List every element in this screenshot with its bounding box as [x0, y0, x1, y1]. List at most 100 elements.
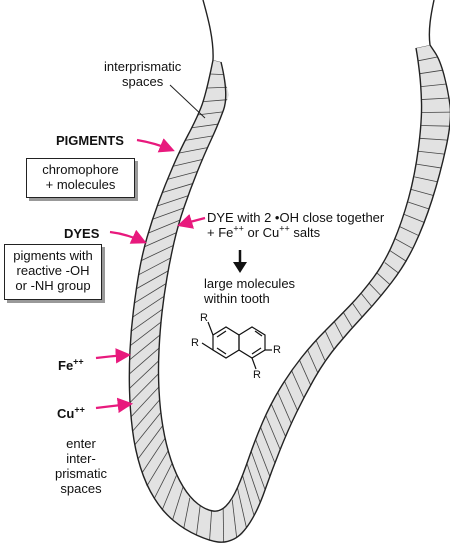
- fe-label: Fe++: [58, 356, 84, 373]
- enamel-prism-line: [157, 195, 189, 207]
- cu-label: Cu++: [57, 404, 85, 421]
- dye-reaction-label: DYE with 2 •OH close together + Fe++ or …: [207, 210, 384, 240]
- dyes-box: pigments with reactive -OH or -NH group: [4, 244, 102, 300]
- dye-reaction-line-1: DYE with 2 •OH close together: [207, 210, 385, 225]
- enamel-prism-line: [207, 86, 228, 89]
- enamel-prism-line: [148, 219, 180, 234]
- enter-label: enter inter- prismatic spaces: [50, 436, 112, 496]
- enamel-prism-line: [419, 69, 443, 75]
- enamel-prism-line: [403, 214, 425, 224]
- pigments-arrow-icon: [136, 138, 175, 153]
- enter-line-1: enter: [66, 436, 96, 451]
- enamel-prism-line: [197, 111, 223, 116]
- dye-reaction-pre: + Fe: [207, 225, 234, 240]
- interprismatic-label: interprismatic spaces: [104, 59, 181, 89]
- enamel-prism-line: [394, 238, 413, 249]
- enter-line-4: spaces: [60, 481, 102, 496]
- tooth-inner-outline: [157, 47, 423, 512]
- enamel-prism-line: [361, 293, 373, 307]
- enamel-prism-line: [315, 339, 326, 361]
- enamel-prism-line: [210, 73, 225, 76]
- enamel-prism-line: [137, 425, 164, 460]
- fe-charge: ++: [233, 223, 244, 234]
- pigments-label: PIGMENTS: [56, 133, 124, 148]
- enamel-prism-line: [417, 150, 445, 155]
- enamel-prism-line: [203, 99, 228, 103]
- enamel-prism-line: [421, 97, 450, 100]
- molecule-r-bottom: R: [253, 369, 261, 381]
- chromophore-box: chromophore + molecules: [26, 158, 135, 198]
- enamel-prism-lines: [129, 45, 450, 543]
- molecule-r-left: R: [191, 337, 199, 349]
- enamel-prism-line: [250, 451, 266, 490]
- enamel-prism-line: [389, 250, 407, 262]
- enamel-prism-line: [376, 272, 391, 285]
- large-molecules-line-1: large molecules: [204, 276, 296, 291]
- enamel-prism-line: [307, 349, 319, 373]
- enamel-prism-line: [324, 330, 335, 350]
- enamel-prism-line: [178, 147, 208, 154]
- interprismatic-line-2: spaces: [122, 74, 164, 89]
- enamel-prism-line: [260, 426, 276, 464]
- interprismatic-leader: [169, 84, 206, 119]
- enamel-prism-line: [191, 123, 219, 129]
- enamel-prism-line: [183, 497, 191, 529]
- fe-arrow-icon: [95, 348, 132, 364]
- enamel-prism-line: [132, 296, 165, 318]
- enamel-prism-line: [416, 163, 442, 169]
- enamel-prism-line: [161, 475, 177, 511]
- enamel-prism-line: [134, 412, 161, 446]
- enamel-prism-line: [134, 283, 167, 304]
- enamel-prism-line: [399, 226, 420, 237]
- dyes-arrow-icon: [109, 229, 147, 244]
- enamel-prism-line: [352, 302, 363, 318]
- enamel-prism-line: [407, 201, 430, 210]
- enamel-prism-line: [421, 125, 450, 127]
- dyes-label: DYES: [64, 226, 100, 241]
- enamel-prism-line: [246, 463, 261, 504]
- interprismatic-line-1: interprismatic: [104, 59, 182, 74]
- dyes-box-line-2: reactive -OH: [16, 263, 90, 278]
- enamel-prism-line: [154, 463, 173, 499]
- molecule-r-top-left: R: [200, 312, 208, 324]
- enamel-prism-line: [384, 262, 399, 274]
- fe-sup: ++: [73, 356, 84, 367]
- enamel-prism-line: [129, 347, 160, 375]
- enamel-prism-line: [172, 159, 203, 167]
- chromophore-line-1: chromophore: [42, 162, 119, 177]
- dyes-box-line-1: pigments with: [13, 248, 93, 263]
- enamel-prism-line: [129, 360, 159, 389]
- dye-reaction-line-2: + Fe++ or Cu++ salts: [207, 223, 384, 240]
- enamel-prism-line: [132, 399, 160, 432]
- enamel-prism-line: [410, 189, 434, 196]
- reaction-arrow-icon: [177, 214, 206, 229]
- enamel-prism-line: [152, 207, 184, 220]
- enamel-prism-line: [418, 56, 439, 62]
- enamel-prism-line: [129, 321, 162, 346]
- enamel-prism-line: [196, 505, 201, 536]
- enamel-prism-line: [270, 403, 286, 437]
- molecule-r-right: R: [273, 344, 281, 356]
- cu-sup: ++: [74, 404, 85, 415]
- enamel-band: [129, 45, 450, 543]
- large-molecules-line-2: within tooth: [204, 291, 270, 306]
- enamel-prism-line: [162, 183, 193, 194]
- enamel-prism-line: [237, 487, 247, 529]
- dyes-box-line-3: or -NH group: [15, 278, 91, 293]
- enamel-prism-line: [209, 510, 213, 541]
- cu-arrow-icon: [95, 397, 134, 414]
- enamel-prism-line: [130, 386, 160, 418]
- enamel-prism-line: [140, 245, 174, 262]
- enamel-prism-line: [299, 359, 312, 386]
- enamel-prism-line: [172, 486, 184, 520]
- down-arrow-icon: [233, 250, 247, 273]
- enamel-prism-line: [146, 450, 169, 487]
- enamel-prism-line: [231, 499, 238, 538]
- enamel-prism-line: [421, 83, 447, 87]
- crown-right-line: [428, 0, 435, 46]
- chromophore-line-2: + molecules: [45, 177, 116, 192]
- enter-line-2: inter-: [66, 451, 96, 466]
- tooth-outer-outline: [128, 44, 450, 543]
